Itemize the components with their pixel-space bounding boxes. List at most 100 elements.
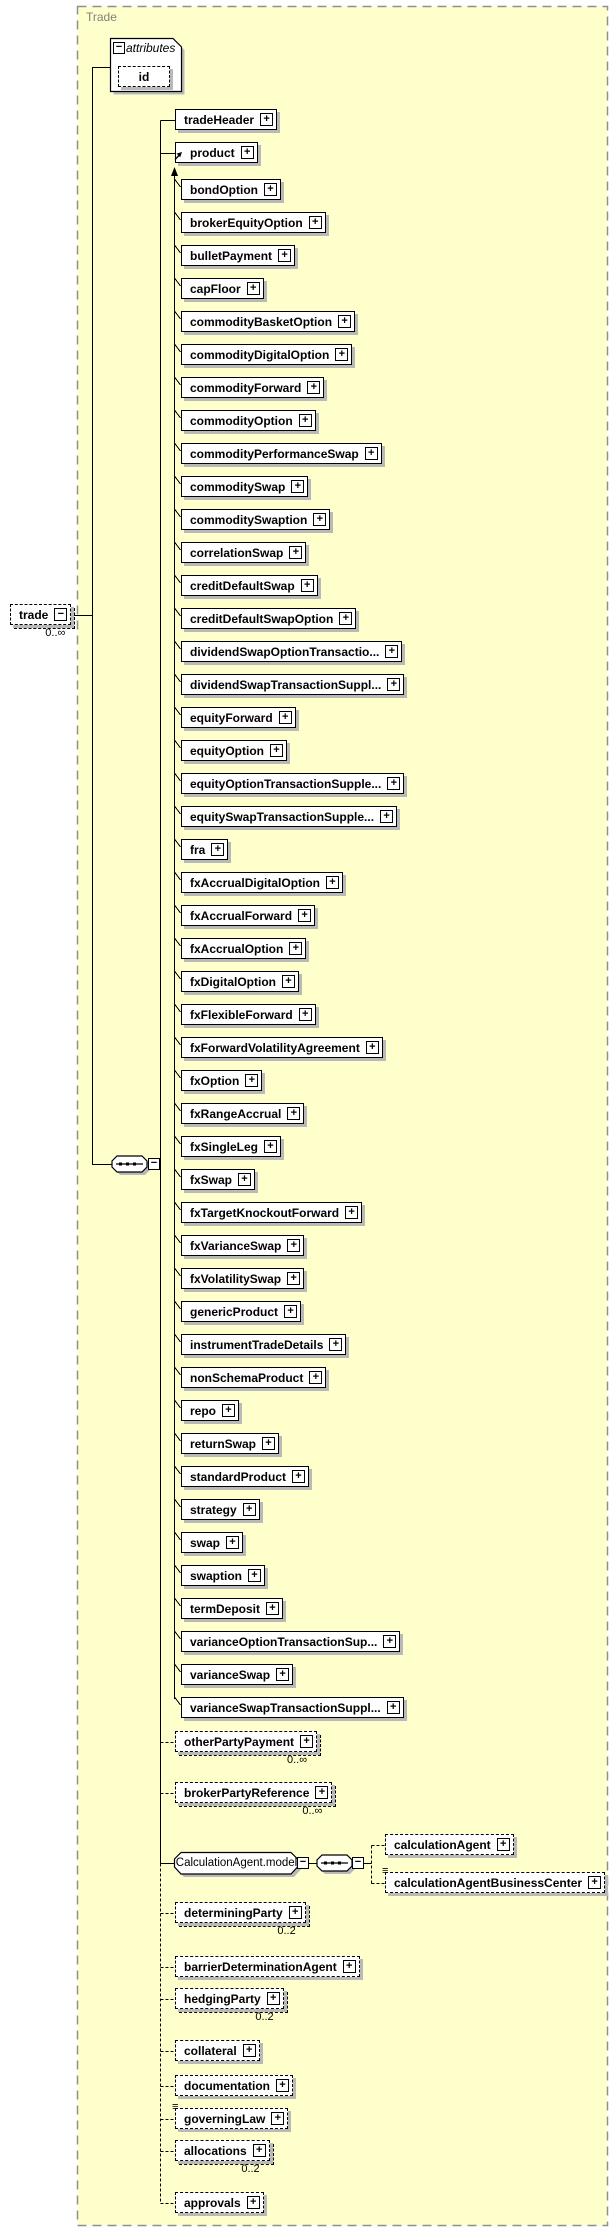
expand-icon[interactable]: +	[300, 579, 314, 592]
expand-icon[interactable]: +	[338, 315, 352, 328]
expand-icon[interactable]: +	[211, 843, 225, 856]
element-equityOptionTransactionSupple[interactable]: equityOptionTransactionSupple... +	[181, 773, 405, 794]
expand-icon[interactable]: +	[308, 216, 322, 229]
expand-icon[interactable]: +	[291, 480, 305, 493]
element-equitySwapTransactionSupple[interactable]: equitySwapTransactionSupple... +	[181, 806, 398, 827]
expand-icon[interactable]: +	[386, 1701, 400, 1714]
expand-icon[interactable]: +	[326, 876, 340, 889]
element-returnSwap[interactable]: returnSwap +	[181, 1433, 280, 1454]
expand-icon[interactable]: +	[313, 513, 327, 526]
element-bondOption[interactable]: bondOption +	[181, 179, 281, 200]
element-repo[interactable]: repo +	[181, 1400, 240, 1421]
expand-icon[interactable]: +	[339, 612, 353, 625]
expand-icon[interactable]: +	[385, 645, 399, 658]
expand-icon[interactable]: +	[242, 1503, 256, 1516]
element-fxAccrualForward[interactable]: fxAccrualForward +	[181, 905, 316, 926]
element-box[interactable]: collateral +	[175, 2040, 260, 2061]
element-fxSingleLeg[interactable]: fxSingleLeg +	[181, 1136, 282, 1157]
expand-icon[interactable]: +	[246, 2196, 260, 2209]
element-genericProduct[interactable]: genericProduct +	[181, 1301, 302, 1322]
expand-icon[interactable]: +	[387, 777, 401, 790]
expand-icon[interactable]: +	[496, 1838, 510, 1851]
expand-icon[interactable]: +	[226, 1536, 240, 1549]
element-equityForward[interactable]: equityForward +	[181, 707, 296, 728]
expand-icon[interactable]: +	[240, 146, 254, 159]
element-swap[interactable]: swap +	[181, 1532, 244, 1553]
collapse-icon[interactable]: −	[113, 42, 125, 54]
collapse-icon[interactable]: −	[54, 608, 68, 621]
expand-icon[interactable]: +	[383, 1635, 397, 1648]
element-termDeposit[interactable]: termDeposit +	[181, 1598, 284, 1619]
expand-icon[interactable]: +	[287, 1239, 301, 1252]
collapse-icon[interactable]: −	[297, 1857, 309, 1869]
element-equityOption[interactable]: equityOption +	[181, 740, 287, 761]
element-box[interactable]: ≡ governingLaw +	[172, 2101, 289, 2129]
expand-icon[interactable]: +	[335, 348, 349, 361]
element-strategy[interactable]: strategy +	[181, 1499, 260, 1520]
element-box[interactable]: barrierDeterminationAgent +	[175, 1956, 360, 1977]
expand-icon[interactable]: +	[588, 1876, 602, 1889]
element-box[interactable]: determiningParty +	[175, 1902, 306, 1923]
expand-icon[interactable]: +	[246, 282, 260, 295]
expand-icon[interactable]: +	[365, 1041, 379, 1054]
element-fxVolatilitySwap[interactable]: fxVolatilitySwap +	[181, 1268, 305, 1289]
expand-icon[interactable]: +	[264, 1140, 278, 1153]
expand-icon[interactable]: +	[276, 2079, 289, 2092]
expand-icon[interactable]: +	[282, 975, 295, 988]
element-fxTargetKnockoutForward[interactable]: fxTargetKnockoutForward +	[181, 1202, 363, 1223]
element-fxSwap[interactable]: fxSwap +	[181, 1169, 256, 1190]
expand-icon[interactable]: +	[248, 1569, 262, 1582]
expand-icon[interactable]: +	[342, 1960, 356, 1973]
element-box[interactable]: allocations +	[175, 2140, 270, 2161]
expand-icon[interactable]: +	[329, 1338, 343, 1351]
element-box[interactable]: trade −	[10, 604, 72, 625]
element-fxForwardVolatilityAgreement[interactable]: fxForwardVolatilityAgreement +	[181, 1037, 383, 1058]
element-fxFlexibleForward[interactable]: fxFlexibleForward +	[181, 1004, 316, 1025]
element-fxRangeAccrual[interactable]: fxRangeAccrual +	[181, 1103, 305, 1124]
element-creditDefaultSwapOption[interactable]: creditDefaultSwapOption +	[181, 608, 357, 629]
element-fxVarianceSwap[interactable]: fxVarianceSwap +	[181, 1235, 305, 1256]
expand-icon[interactable]: +	[288, 1906, 302, 1919]
element-bulletPayment[interactable]: bulletPayment +	[181, 245, 296, 266]
expand-icon[interactable]: +	[298, 414, 312, 427]
expand-icon[interactable]: +	[298, 909, 312, 922]
element-box[interactable]: brokerPartyReference +	[175, 1782, 333, 1803]
element-correlationSwap[interactable]: correlationSwap +	[181, 542, 307, 563]
element-tradeHeader[interactable]: tradeHeader +	[175, 109, 278, 130]
element-varianceSwap[interactable]: varianceSwap +	[181, 1664, 294, 1685]
expand-icon[interactable]: +	[276, 1668, 290, 1681]
expand-icon[interactable]: +	[266, 1992, 280, 2005]
element-box[interactable]: approvals +	[175, 2192, 264, 2213]
element-capFloor[interactable]: capFloor +	[181, 278, 264, 299]
element-dividendSwapTransactionSuppl[interactable]: dividendSwapTransactionSuppl... +	[181, 674, 405, 695]
element-fra[interactable]: fra +	[181, 839, 229, 860]
expand-icon[interactable]: +	[287, 1107, 301, 1120]
expand-icon[interactable]: +	[289, 546, 303, 559]
element-fxOption[interactable]: fxOption +	[181, 1070, 263, 1091]
expand-icon[interactable]: +	[315, 1786, 329, 1799]
element-fxAccrualOption[interactable]: fxAccrualOption +	[181, 938, 307, 959]
expand-icon[interactable]: +	[307, 381, 321, 394]
element-commoditySwaption[interactable]: commoditySwaption +	[181, 509, 331, 530]
expand-icon[interactable]: +	[266, 1602, 280, 1615]
element-box[interactable]: id	[118, 66, 170, 87]
expand-icon[interactable]: +	[270, 744, 283, 757]
element-box[interactable]: documentation +	[175, 2075, 293, 2096]
element-box[interactable]: calculationAgent +	[385, 1834, 514, 1855]
expand-icon[interactable]: +	[278, 249, 292, 262]
expand-icon[interactable]: +	[222, 1404, 236, 1417]
element-brokerEquityOption[interactable]: brokerEquityOption +	[181, 212, 326, 233]
expand-icon[interactable]: +	[289, 942, 303, 955]
element-commodityForward[interactable]: commodityForward +	[181, 377, 325, 398]
expand-icon[interactable]: +	[271, 2112, 285, 2125]
expand-icon[interactable]: +	[263, 183, 277, 196]
expand-icon[interactable]: +	[278, 711, 292, 724]
element-fxAccrualDigitalOption[interactable]: fxAccrualDigitalOption +	[181, 872, 344, 893]
expand-icon[interactable]: +	[260, 113, 274, 126]
element-box[interactable]: otherPartyPayment +	[175, 1731, 318, 1752]
element-standardProduct[interactable]: standardProduct +	[181, 1466, 310, 1487]
element-product[interactable]: product +	[175, 142, 258, 163]
element-commodityPerformanceSwap[interactable]: commodityPerformanceSwap +	[181, 443, 382, 464]
expand-icon[interactable]: +	[284, 1305, 298, 1318]
expand-icon[interactable]: +	[252, 2144, 266, 2157]
